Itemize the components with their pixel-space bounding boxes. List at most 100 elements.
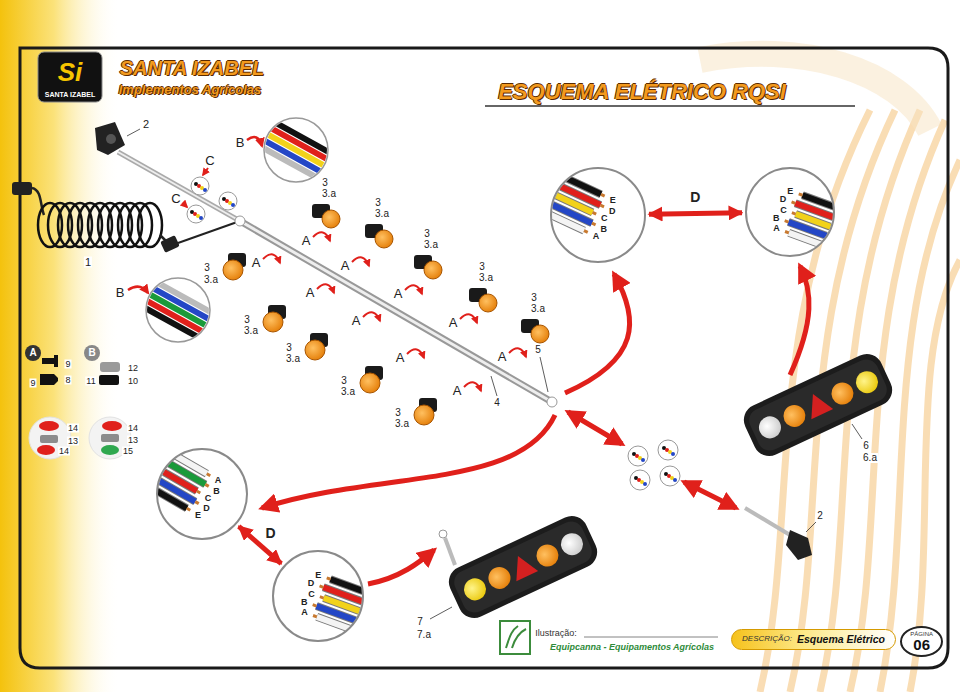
wire-detail-circle: ABCDE — [745, 167, 835, 257]
wire-letter: E — [315, 570, 321, 579]
callout-label: 10 — [127, 377, 139, 386]
callout-label: A — [351, 314, 362, 327]
art-rect — [40, 435, 58, 443]
wire-outline — [550, 167, 601, 194]
art-g — [136, 278, 220, 341]
wire-tip — [320, 597, 324, 598]
art-path — [485, 105, 855, 107]
art-circle — [485, 563, 514, 592]
callout-label: B — [235, 136, 246, 149]
page-number: 06 — [913, 637, 930, 652]
wire-letter: B — [301, 597, 308, 606]
wire-letter: B — [773, 213, 780, 222]
art-circle — [414, 405, 434, 425]
art-path — [317, 284, 334, 293]
art-path — [42, 355, 58, 367]
art-path — [506, 626, 526, 648]
callout-label: A — [29, 348, 36, 358]
wire-tip — [313, 615, 317, 616]
art-path — [127, 129, 140, 136]
callout-label: 6.a — [862, 453, 878, 463]
wire-letter: D — [203, 504, 210, 513]
callout-label: A — [393, 287, 404, 300]
art-path — [118, 152, 240, 221]
art-circle — [219, 192, 237, 210]
wire-letter: D — [609, 206, 616, 215]
art-circle — [25, 345, 41, 361]
wire-outline — [324, 598, 364, 639]
art-path — [464, 382, 481, 391]
wire-tip — [799, 194, 803, 195]
callout-label: 3.a — [530, 304, 546, 314]
art-path — [540, 357, 548, 392]
art-circle — [643, 482, 647, 486]
wire-outline — [795, 203, 835, 244]
art-circle — [828, 379, 857, 408]
wire-bundle — [272, 550, 364, 642]
art-rect — [99, 375, 119, 385]
art-circle — [641, 458, 645, 462]
art-path — [684, 482, 736, 508]
description-band: DESCRIÇÃO:Esquema Elétrico — [731, 629, 896, 650]
wire-tip — [792, 202, 796, 203]
art-path — [507, 551, 538, 581]
art-path — [263, 254, 280, 263]
art-circle — [673, 478, 677, 482]
callout-label: 3 — [423, 229, 431, 239]
wire-tip — [313, 605, 317, 606]
wire-letter: B — [600, 224, 607, 233]
art-line — [240, 221, 552, 402]
art-circle — [203, 188, 207, 192]
wire-letter: C — [601, 213, 608, 222]
art-circle — [628, 446, 648, 466]
art-circle — [106, 134, 116, 144]
wire-letter: C — [205, 493, 212, 502]
page-title: ESQUEMA ELÉTRICO RQSI — [498, 81, 786, 103]
art-path — [20, 48, 948, 668]
callout-label: 3 — [530, 293, 538, 303]
callout-label: 3.a — [423, 240, 439, 250]
art-rect — [160, 235, 180, 253]
page-number-oval: PÁGINA06 — [900, 626, 943, 657]
wire-detail-circle: ABCDE — [272, 550, 364, 642]
art-circle — [231, 203, 235, 207]
wire-tip — [593, 212, 597, 214]
art-path — [460, 314, 477, 323]
red-connector-arrow — [239, 526, 281, 563]
art-path — [745, 508, 790, 535]
callout-label: 5 — [534, 345, 542, 355]
art-circle — [671, 452, 675, 456]
art-path — [405, 285, 422, 294]
art-path — [247, 137, 262, 146]
art-path — [40, 374, 58, 385]
art-rect — [12, 182, 32, 195]
art-path — [407, 349, 424, 358]
wire-tip — [592, 223, 596, 225]
wire — [324, 598, 364, 639]
art-g — [263, 232, 526, 391]
wire-detail-circle: ABCDE — [550, 167, 646, 263]
callout-label: 3 — [243, 315, 251, 325]
callout-label: 3 — [374, 198, 382, 208]
art-path — [183, 203, 187, 207]
callout-label: 4 — [493, 398, 501, 408]
art-path — [118, 152, 240, 221]
wire — [795, 203, 835, 244]
callout-label: 3 — [321, 178, 329, 188]
art-rect — [100, 362, 120, 372]
art-path — [802, 389, 833, 419]
art-circle — [199, 216, 203, 220]
wire-letter: A — [593, 232, 600, 241]
callout-label: 7 — [416, 617, 424, 627]
wire-tip — [197, 491, 200, 493]
art-ellipse — [39, 421, 59, 431]
callout-label: A — [301, 234, 312, 247]
callout-label: 7.a — [416, 630, 432, 640]
wire-outline — [330, 579, 364, 620]
art-path — [203, 168, 208, 175]
art-circle — [780, 401, 809, 430]
callout-label: 3 — [340, 376, 348, 386]
callout-label: A — [395, 351, 406, 364]
art-circle — [360, 373, 380, 393]
wire — [330, 579, 364, 620]
